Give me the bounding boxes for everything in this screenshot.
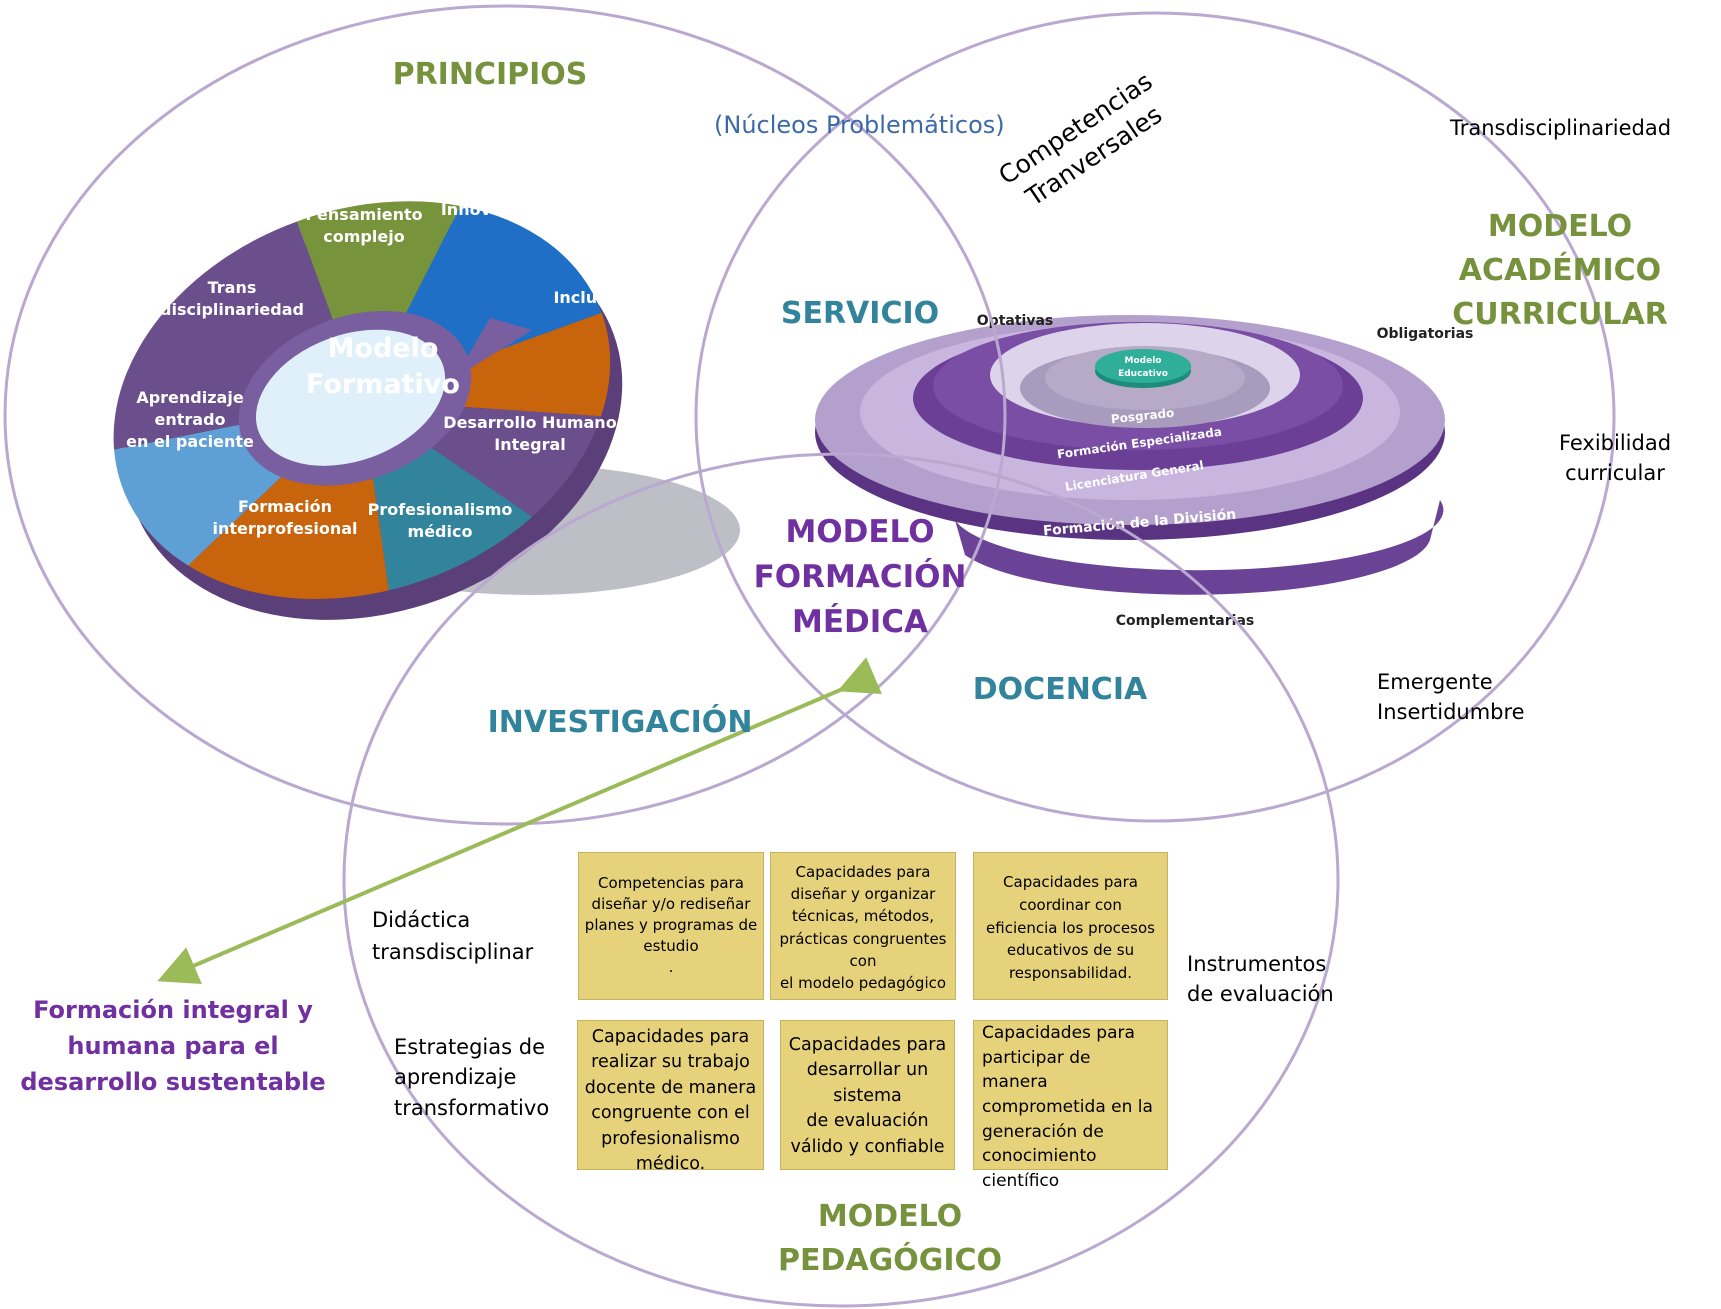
- box-capacidades-evaluacion: Capacidades para desarrollar un sistema …: [780, 1020, 955, 1170]
- flexibilidad-label: Fexibilidad curricular: [1558, 431, 1672, 486]
- venn-circle-academico: [694, 11, 1616, 823]
- instrumentos-label: Instrumentos de evaluación: [1187, 952, 1334, 1007]
- transdisciplinariedad-label: Transdisciplinariedad: [1450, 116, 1672, 140]
- box-competencias-planes: Competencias para diseñar y/o rediseñar …: [578, 852, 764, 1000]
- ring-level-label: Posgrado: [1110, 406, 1175, 427]
- formacion-integral-label: Formación integral y humana para el desa…: [20, 996, 326, 1096]
- academic-rings: [815, 315, 1445, 595]
- principios-title: PRINCIPIOS: [392, 57, 588, 92]
- servicio-label: SERVICIO: [780, 296, 940, 331]
- obligatorias-label: Obligatorias: [1377, 326, 1474, 342]
- cycle-arrow-icon: [455, 318, 532, 378]
- wheel-segment-label: Inclusión: [553, 288, 634, 307]
- modelo-formacion-medica-title: MODELO FORMACIÓN MÉDICA: [753, 514, 967, 640]
- docencia-label: DOCENCIA: [972, 672, 1148, 707]
- nucleos-label: (Núcleos Problemáticos): [714, 111, 1005, 139]
- double-arrow-icon: [157, 657, 882, 984]
- emergente-label: Emergente Insertidumbre: [1377, 670, 1525, 725]
- didactica-label: Didáctica transdisciplinar: [372, 908, 534, 964]
- box-capacidades-tecnicas: Capacidades para diseñar y organizar téc…: [770, 852, 956, 1000]
- academico-title: MODELO ACADÉMICO CURRICULAR: [1452, 209, 1668, 332]
- box-capacidades-coordinar: Capacidades para coordinar con eficienci…: [973, 852, 1168, 1000]
- box-capacidades-trabajo-docente: Capacidades para realizar su trabajo doc…: [577, 1020, 764, 1174]
- modelo-formativo-wheel: [113, 201, 623, 620]
- investigacion-label: INVESTIGACIÓN: [487, 705, 753, 740]
- optativas-label: Optativas: [977, 313, 1053, 329]
- pedagogico-title: MODELO PEDAGÓGICO: [777, 1199, 1003, 1278]
- wheel-segment-label: Innovación: [441, 200, 539, 219]
- complementarias-label: Complementarias: [1116, 613, 1254, 629]
- estrategias-label: Estrategias de aprendizaje transformativ…: [394, 1035, 550, 1120]
- box-capacidades-conocimiento: Capacidades para participar de manera co…: [973, 1020, 1168, 1191]
